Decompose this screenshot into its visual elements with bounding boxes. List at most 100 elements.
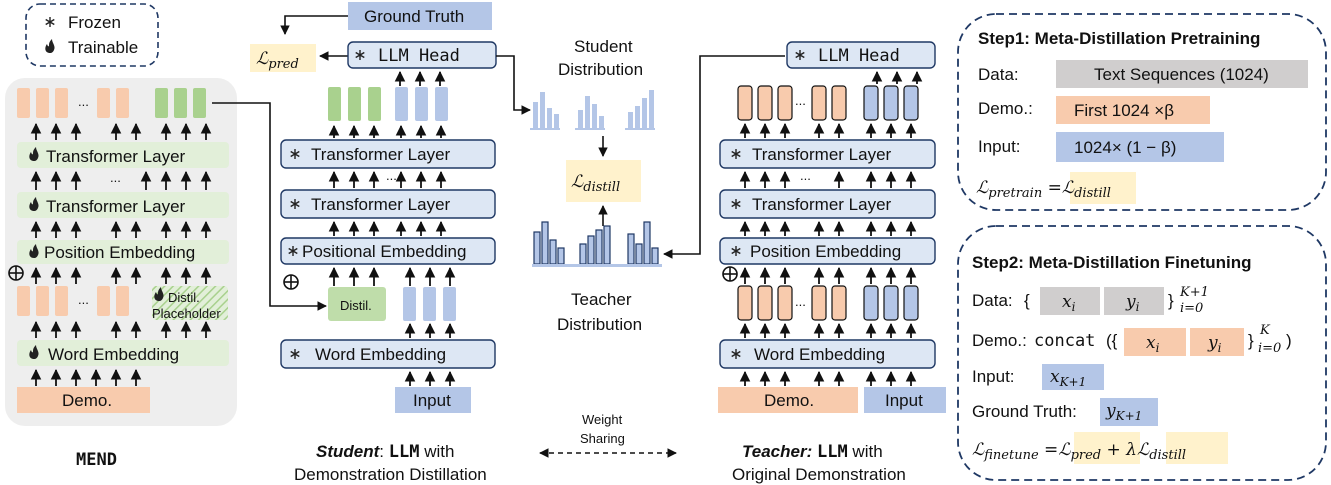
legend-frozen: Frozen: [68, 13, 121, 32]
mend-demo-label: Demo.: [62, 391, 112, 410]
teacher-word-embedding: [719, 339, 936, 369]
student-positional-embedding-label: Positional Embedding: [302, 242, 466, 261]
mend-position-embedding: [17, 240, 229, 264]
step2-demo-label: Demo.:: [972, 331, 1027, 350]
step1-data-value: Text Sequences (1024): [1094, 65, 1269, 84]
step1-data-box: [1056, 60, 1308, 88]
svg-text:i=0: i=0: [1258, 341, 1281, 356]
weight-sharing-label-2: Sharing: [580, 431, 625, 446]
teacher-plus-icon: [722, 266, 738, 282]
teacher-output-tokens: [737, 85, 919, 121]
weight-sharing-label-1: Weight: [582, 412, 623, 427]
step1-demo-value: First 1024 ×β: [1074, 101, 1174, 120]
ground-truth-label: Ground Truth: [364, 7, 464, 26]
step1-data-label: Data:: [978, 65, 1019, 84]
student-llm-head: [347, 41, 497, 69]
mend-word-embedding: [17, 340, 229, 366]
teacher-demo-box: [718, 387, 858, 413]
svg-text:yi: yi: [1207, 333, 1222, 355]
student-caption-line2: Demonstration Distillation: [294, 465, 487, 484]
mend-word-embedding-label: Word Embedding: [48, 345, 179, 364]
svg-text:}: }: [1168, 291, 1174, 310]
teacher-dist-label-2: Distribution: [557, 315, 642, 334]
step2-data-x: [1040, 287, 1100, 315]
student-caption-line1: Student: LLM with: [316, 442, 454, 462]
loss-pred: ℒpred: [256, 49, 299, 72]
distributions: Student Distribution ℒdistill Teacher Di…: [530, 37, 677, 458]
loss-distill-box: [566, 160, 641, 202]
student-dist-label-2: Distribution: [558, 60, 643, 79]
svg-text:({: ({: [1106, 331, 1118, 350]
legend: Frozen Trainable: [25, 3, 159, 67]
step2-data-label: Data:: [972, 291, 1013, 310]
mend-title: MEND: [76, 450, 117, 470]
svg-text:...: ...: [795, 93, 806, 108]
mend-transformer-layer-1: [17, 142, 229, 168]
step2-box: Step2: Meta-Distillation Finetuning Data…: [957, 225, 1327, 481]
mend-position-embedding-label: Position Embedding: [44, 243, 195, 262]
distil-placeholder: [152, 286, 228, 320]
teacher-transformer-layer-2-label: Transformer Layer: [752, 195, 892, 214]
svg-text:): ): [1286, 331, 1292, 350]
teacher-transformer-layer-1-label: Transformer Layer: [752, 145, 892, 164]
student-llm-head-label: LLM Head: [378, 46, 460, 66]
loss-distill: ℒdistill: [571, 172, 620, 195]
svg-text:}: }: [1248, 331, 1254, 350]
step2-demo-y: [1190, 328, 1244, 356]
loss-pred-box: [250, 44, 316, 72]
svg-text:...: ...: [800, 168, 811, 183]
student-transformer-layer-1-label: Transformer Layer: [311, 145, 451, 164]
mend-demo-box: [17, 387, 150, 413]
mend-output-tokens: ...: [17, 88, 206, 118]
mend-up-arrows-1: [30, 122, 212, 140]
teacher-dist-label-1: Teacher: [571, 290, 632, 309]
svg-text:xK+1: xK+1: [1050, 367, 1086, 389]
svg-text:concat: concat: [1034, 331, 1095, 351]
step1-demo-box: [1056, 96, 1210, 124]
student-transformer-layer-2: [280, 189, 496, 219]
svg-text:{: {: [1024, 291, 1030, 310]
teacher-llm-head: [786, 41, 936, 69]
svg-text:K+1: K+1: [1179, 285, 1209, 300]
teacher-word-embedding-label: Word Embedding: [754, 345, 885, 364]
mend-panel: ... Transformer Layer ... Transformer La…: [5, 78, 237, 426]
mend-transformer-layer-2-label: Transformer Layer: [46, 197, 186, 216]
mend-transformer-layer-2: [17, 192, 229, 218]
step2-title: Step2: Meta-Distillation Finetuning: [972, 253, 1252, 272]
svg-text:i=0: i=0: [1180, 301, 1203, 316]
step1-demo-label: Demo.:: [978, 99, 1033, 118]
teacher-distribution-bars: [533, 221, 659, 265]
student-input-label: Input: [413, 391, 451, 410]
svg-text:K: K: [1259, 323, 1271, 338]
teacher-transformer-layer-2: [719, 189, 936, 219]
student-transformer-layer-2-label: Transformer Layer: [311, 195, 451, 214]
teacher-position-embedding: [719, 237, 936, 265]
student-model: Ground Truth ℒpred LLM Head Transformer …: [250, 2, 497, 413]
student-plus-icon: [283, 274, 299, 290]
teacher-caption-line1: Teacher: LLM with: [742, 442, 883, 462]
step1-input-label: Input:: [978, 137, 1021, 156]
teacher-caption-line2: Original Demonstration: [732, 465, 906, 484]
student-transformer-layer-1: [280, 139, 496, 169]
svg-text:xi: xi: [1146, 333, 1160, 355]
step1-loss: ℒpretrain =ℒdistill: [976, 178, 1111, 201]
student-dist-label-1: Student: [574, 37, 633, 56]
teacher-transformer-layer-1: [719, 139, 936, 169]
step1-box: Step1: Meta-Distillation Pretraining Dat…: [957, 13, 1327, 211]
mend-transformer-layer-1-label: Transformer Layer: [46, 147, 186, 166]
mend-plus-icon: [8, 265, 24, 281]
teacher-demo-label: Demo.: [764, 391, 814, 410]
step1-title: Step1: Meta-Distillation Pretraining: [978, 29, 1260, 48]
svg-text:...: ...: [386, 168, 397, 183]
svg-text:yK+1: yK+1: [1105, 401, 1142, 423]
step2-demo-x: [1124, 328, 1186, 356]
student-input-box: [395, 387, 471, 413]
mend-top-ellipsis: ...: [78, 94, 89, 109]
student-distil-tokens: [328, 287, 386, 321]
step2-input-label: Input:: [972, 367, 1015, 386]
teacher-input-label: Input: [885, 391, 923, 410]
step1-input-value: 1024× (1 − β): [1074, 138, 1176, 157]
step2-gt-box: [1100, 398, 1158, 426]
mend-to-distil-arrow: [212, 102, 327, 311]
teacher-input-tokens: [737, 285, 919, 321]
